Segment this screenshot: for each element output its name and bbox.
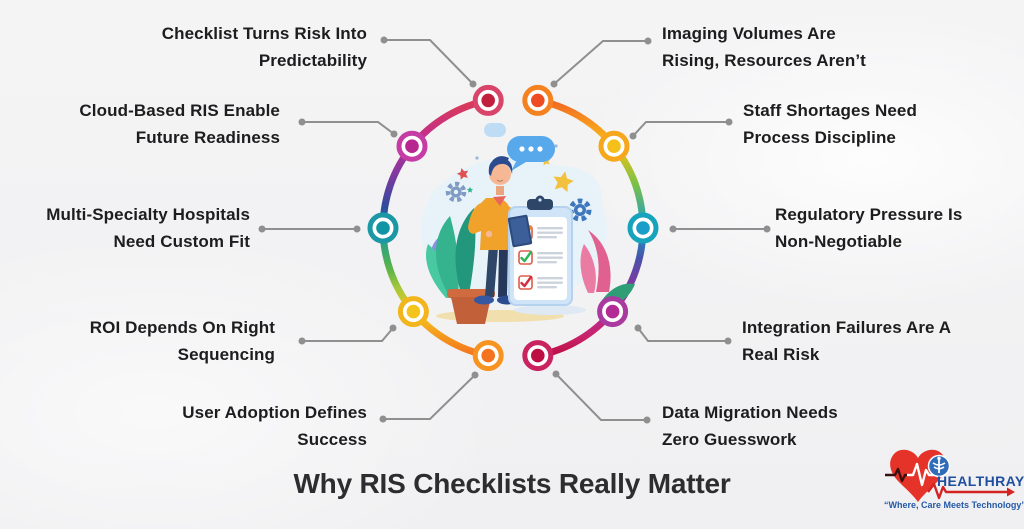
connector-line <box>632 121 729 137</box>
node-imaging-volumes <box>522 84 554 116</box>
label-line: ROI Depends On Right <box>89 318 275 337</box>
check-icon <box>520 250 533 263</box>
item-label-roi-sequencing: ROI Depends On Right Sequencing <box>90 314 275 368</box>
label-line: Real Risk <box>742 345 820 364</box>
label-line: Integration Failures Are A <box>742 318 952 337</box>
node-data-migration <box>522 340 554 372</box>
item-label-imaging-volumes: Imaging Volumes Are Rising, Resources Ar… <box>662 20 866 74</box>
logo-tagline: “Where, Care Meets Technology” <box>884 500 1024 510</box>
label-line: Regulatory Pressure Is <box>775 205 963 224</box>
red-star-icon <box>456 168 469 180</box>
ekg-line-white <box>907 462 934 487</box>
gear-icon <box>445 181 467 203</box>
center-illustration <box>421 123 635 324</box>
label-line: Rising, Resources Aren’t <box>662 51 866 70</box>
label-line: Success <box>297 430 367 449</box>
label-line: User Adoption Defines <box>182 403 367 422</box>
connector-line <box>384 39 474 85</box>
label-line: Process Discipline <box>743 128 896 147</box>
label-line: Checklist Turns Risk Into <box>161 24 367 43</box>
connector-dots <box>258 36 771 424</box>
node-roi-sequencing <box>397 296 429 328</box>
node-cloud-based-ris <box>396 130 428 162</box>
green-sparkle-icon <box>466 186 474 193</box>
page-title: Why RIS Checklists Really Matter <box>293 468 731 499</box>
item-label-integration-failures: Integration Failures Are A Real Risk <box>742 314 951 368</box>
item-label-staff-shortages: Staff Shortages Need Process Discipline <box>743 97 917 151</box>
item-label-data-migration: Data Migration Needs Zero Guesswork <box>662 399 838 453</box>
label-line: Non-Negotiable <box>775 232 903 251</box>
check-icon <box>520 275 533 288</box>
speech-bubble-icon <box>484 123 555 171</box>
label-line: Sequencing <box>177 345 275 364</box>
node-checklist-turns-risk <box>472 84 504 116</box>
label-line: Data Migration Needs <box>662 403 838 422</box>
person-illustration <box>468 156 520 305</box>
label-line: Future Readiness <box>135 128 280 147</box>
checklist-row <box>518 275 563 290</box>
connector-line <box>553 40 648 85</box>
node-multi-specialty <box>367 212 399 244</box>
ekg-arrow-line <box>927 482 1007 500</box>
connector-line <box>302 327 394 342</box>
connector-line <box>383 374 476 420</box>
ekg-line-dark <box>885 467 910 483</box>
checklist-clipboard <box>508 195 573 306</box>
arrow-head-icon <box>1007 487 1015 497</box>
healthray-logo: HEALTHRAY “Where, Care Meets Technology” <box>884 442 1024 522</box>
connector-line <box>302 121 395 135</box>
node-user-adoption <box>472 340 504 372</box>
label-line: Need Custom Fit <box>113 232 250 251</box>
item-label-cloud-based-ris: Cloud-Based RIS Enable Future Readiness <box>79 97 280 151</box>
item-label-user-adoption: User Adoption Defines Success <box>182 399 367 453</box>
checklist-row <box>518 250 563 265</box>
item-label-checklist-turns-risk: Checklist Turns Risk Into Predictability <box>162 20 367 74</box>
connector-line <box>637 327 728 342</box>
label-line: Multi-Specialty Hospitals <box>46 205 250 224</box>
label-line: Zero Guesswork <box>662 430 797 449</box>
healthray-logo-graphic <box>885 449 1015 502</box>
connectors <box>262 39 767 421</box>
label-line: Cloud-Based RIS Enable <box>79 101 280 120</box>
logo-brand-text: HEALTHRAY <box>937 473 1024 489</box>
connector-line <box>555 373 647 421</box>
book-icon <box>507 214 533 248</box>
label-line: Predictability <box>258 51 367 70</box>
item-label-regulatory-pressure: Regulatory Pressure Is Non-Negotiable <box>775 201 962 255</box>
node-staff-shortages <box>598 130 630 162</box>
item-label-multi-specialty: Multi-Specialty Hospitals Need Custom Fi… <box>46 201 250 255</box>
yellow-star-icon <box>553 171 574 193</box>
label-line: Staff Shortages Need <box>743 101 917 120</box>
node-regulatory-pressure <box>627 212 659 244</box>
node-integration-failures <box>597 296 629 328</box>
label-line: Imaging Volumes Are <box>662 24 836 43</box>
